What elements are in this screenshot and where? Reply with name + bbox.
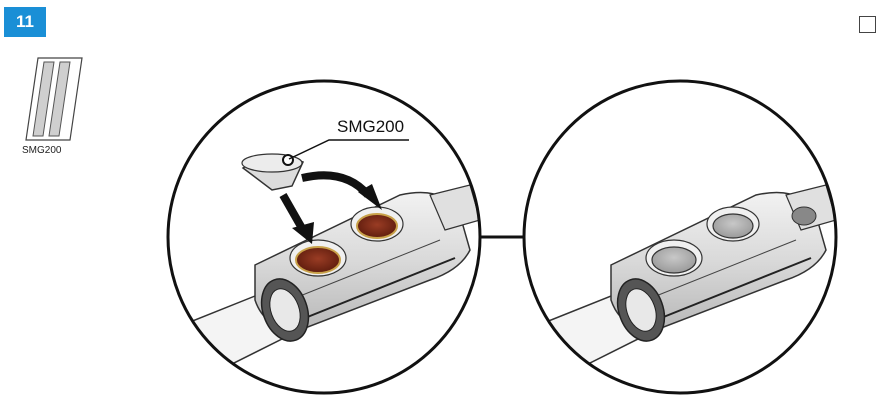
left-detail-circle <box>166 79 482 395</box>
step-number-badge: 11 <box>4 7 46 37</box>
grease-product-label: SMG200 <box>22 145 62 156</box>
right-detail-circle <box>522 79 838 395</box>
grease-tube-icon <box>25 57 83 141</box>
callout-leader <box>288 139 409 160</box>
step-checkbox[interactable] <box>859 16 876 33</box>
callout-label: SMG200 <box>337 117 404 136</box>
